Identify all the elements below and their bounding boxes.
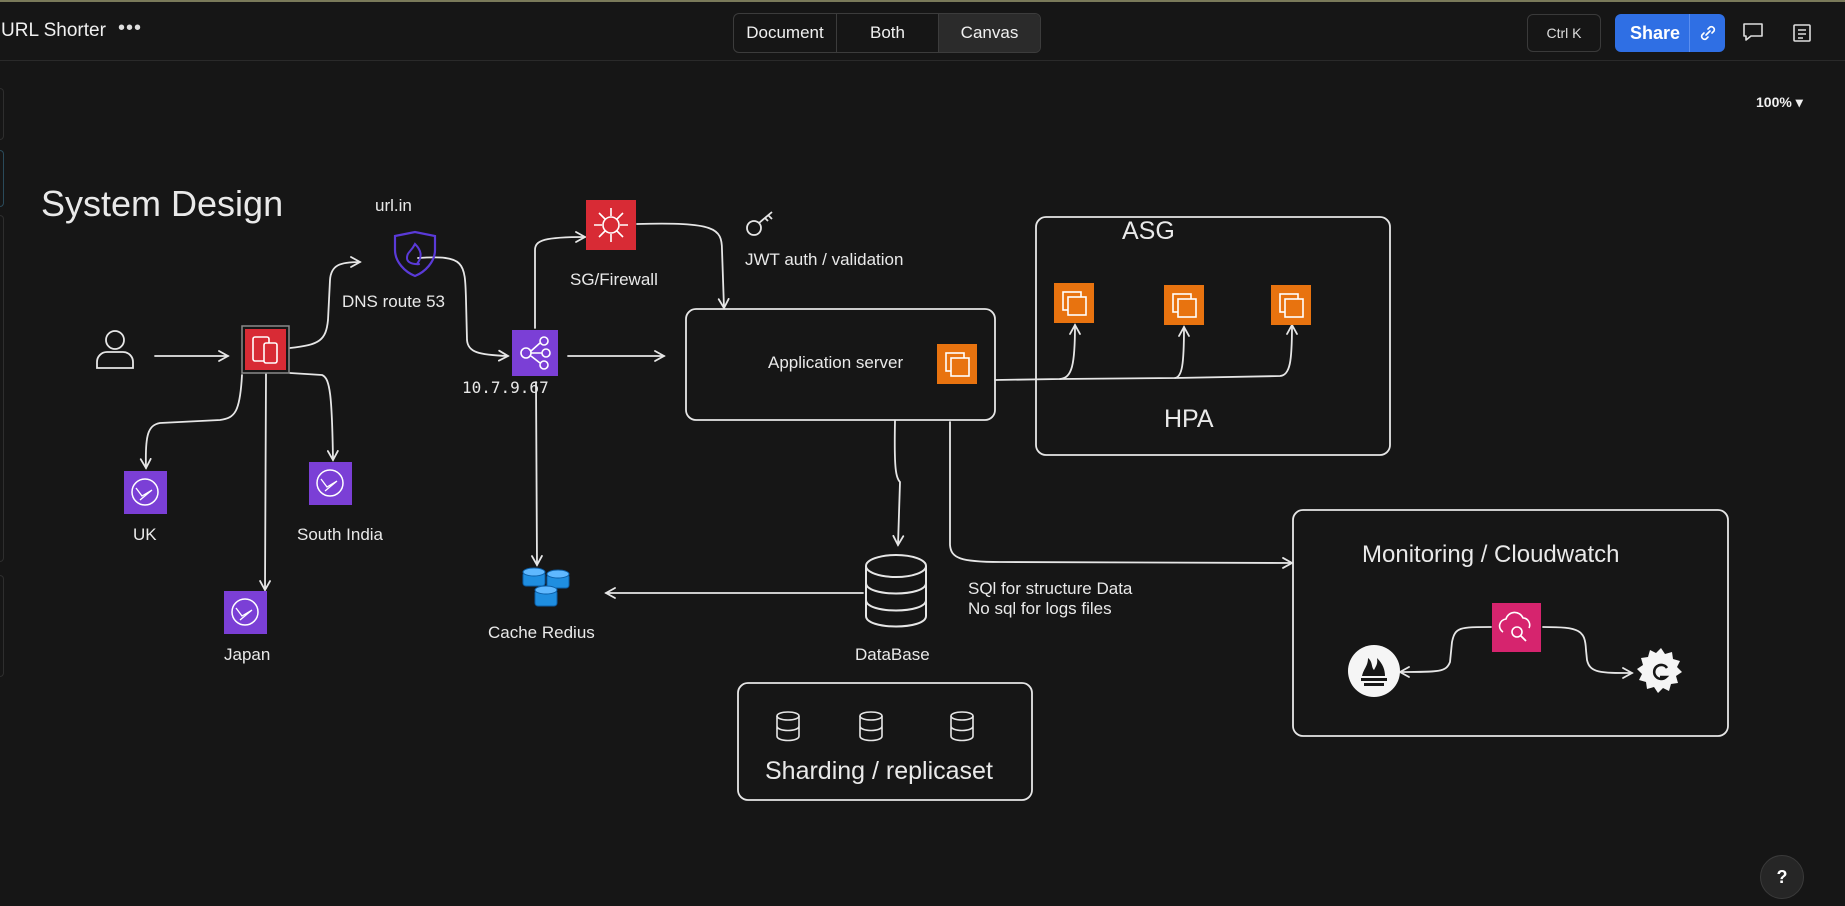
grafana-icon[interactable]	[1637, 648, 1682, 693]
document-title[interactable]: URL Shorter	[1, 20, 106, 41]
dns-label[interactable]: DNS route 53	[342, 292, 445, 311]
app-server-container[interactable]	[685, 308, 996, 421]
globe-icon-japan[interactable]	[224, 591, 267, 634]
firewall-label[interactable]: SG/Firewall	[570, 270, 658, 289]
domain-label[interactable]: url.in	[375, 196, 412, 215]
outline-icon[interactable]	[1791, 22, 1813, 44]
asg-label[interactable]: ASG	[1122, 217, 1175, 245]
cloudwatch-icon[interactable]	[1492, 603, 1541, 652]
firewall-icon[interactable]	[586, 200, 636, 250]
shard-db-icons	[776, 711, 974, 742]
instance-icon-asg-3[interactable]	[1271, 285, 1311, 325]
device-icon[interactable]	[241, 325, 290, 374]
share-divider	[1689, 14, 1690, 52]
command-palette-button[interactable]: Ctrl K	[1527, 14, 1601, 52]
share-label: Share	[1630, 23, 1681, 43]
jwt-label[interactable]: JWT auth / validation	[745, 250, 904, 269]
sql-note-line-2[interactable]: No sql for logs files	[968, 599, 1112, 618]
database-label[interactable]: DataBase	[855, 645, 930, 664]
monitoring-container[interactable]	[1292, 509, 1729, 737]
arrow-cloudwatch-to-prometheus[interactable]	[1398, 626, 1492, 678]
arrow-client-to-japan[interactable]	[259, 373, 271, 592]
arrow-lb-to-firewall[interactable]	[534, 231, 587, 329]
tab-canvas[interactable]: Canvas	[939, 14, 1040, 52]
tab-document[interactable]: Document	[734, 14, 837, 52]
monitoring-label[interactable]: Monitoring / Cloudwatch	[1362, 541, 1620, 568]
diagram-title[interactable]: System Design	[41, 183, 284, 224]
shield-icon[interactable]	[393, 230, 437, 278]
arrow-app-to-instance-2[interactable]	[1059, 325, 1190, 380]
network-icon[interactable]	[512, 330, 558, 376]
instance-icon-asg-1[interactable]	[1054, 283, 1094, 323]
arrow-client-to-dns[interactable]	[289, 256, 362, 349]
arrow-app-to-instance-1[interactable]	[994, 323, 1081, 381]
asg-container[interactable]	[1035, 216, 1391, 456]
cache-label[interactable]: Cache Redius	[488, 623, 595, 642]
view-mode-switch: Document Both Canvas	[733, 13, 1041, 53]
instance-icon-app[interactable]	[937, 344, 977, 384]
ip-label[interactable]: 10.7.9.67	[462, 378, 549, 397]
arrow-cloudwatch-to-grafana[interactable]	[1542, 626, 1634, 679]
south-india-label[interactable]: South India	[297, 525, 384, 544]
prometheus-icon[interactable]	[1348, 645, 1400, 697]
database-icon[interactable]	[865, 554, 927, 628]
user-icon[interactable]	[96, 330, 134, 369]
arrow-firewall-to-app[interactable]	[636, 222, 730, 310]
arrow-app-to-database[interactable]	[892, 420, 905, 547]
window-top-edge	[0, 0, 1845, 2]
sharding-label[interactable]: Sharding / replicaset	[765, 757, 993, 785]
arrow-client-to-uk[interactable]	[139, 374, 243, 470]
link-icon[interactable]	[1699, 23, 1717, 43]
arrow-app-to-instance-3[interactable]	[1174, 323, 1298, 379]
sharding-container[interactable]	[737, 682, 1033, 801]
arrow-lb-to-cache[interactable]	[531, 381, 543, 567]
japan-label[interactable]: Japan	[224, 645, 271, 664]
app-server-label[interactable]: Application server	[768, 353, 904, 372]
redis-icon[interactable]	[522, 567, 570, 607]
tab-both[interactable]: Both	[837, 14, 939, 52]
shard-db-icon-3	[950, 711, 974, 742]
hpa-label[interactable]: HPA	[1164, 405, 1214, 433]
zoom-level[interactable]: 100% ▾	[1756, 94, 1803, 110]
share-button[interactable]: Share	[1615, 14, 1725, 52]
arrow-client-to-south-india[interactable]	[289, 372, 339, 462]
uk-label[interactable]: UK	[133, 525, 157, 544]
key-icon	[746, 211, 773, 236]
arrow-dns-to-lb[interactable]	[417, 256, 510, 362]
instance-icon-asg-2[interactable]	[1164, 285, 1204, 325]
shard-db-icon-2	[859, 711, 883, 742]
sql-note-line-1[interactable]: SQl for structure Data	[968, 579, 1133, 598]
globe-icon-uk[interactable]	[124, 471, 167, 514]
arrow-app-to-monitoring[interactable]	[949, 421, 1294, 569]
more-icon[interactable]: •••	[117, 17, 142, 39]
globe-icon-south-india[interactable]	[309, 462, 352, 505]
comment-icon[interactable]	[1742, 22, 1764, 42]
shard-db-icon-1	[776, 711, 800, 742]
help-button[interactable]: ?	[1760, 855, 1804, 899]
top-toolbar: URL Shorter ••• Document Both Canvas Ctr…	[0, 2, 1845, 61]
